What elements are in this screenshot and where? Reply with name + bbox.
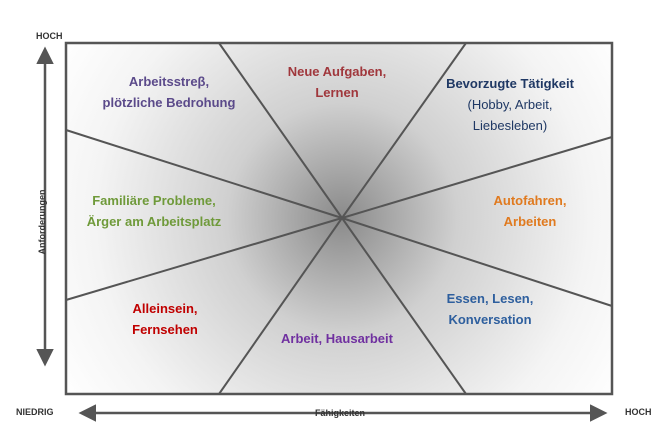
divider-upper-left: [65, 129, 343, 219]
sector-line: Ärger am Arbeitsplatz: [86, 214, 222, 229]
sector-line: plötzliche Bedrohung: [102, 95, 236, 110]
sector-line: Arbeiten: [503, 214, 557, 229]
divider-top-right: [341, 42, 467, 219]
sector-line: Bevorzugte Tätigkeit: [446, 76, 574, 91]
sector-line: Arbeitsstreβ,: [128, 74, 210, 89]
sector-line: Liebesleben): [472, 118, 548, 133]
sector-bottom: Arbeit, Hausarbeit: [257, 328, 417, 349]
divider-lower-right: [341, 217, 613, 307]
sector-right: Autofahren, Arbeiten: [460, 190, 600, 232]
x-axis-low-label: NIEDRIG: [16, 407, 54, 417]
sector-line: Arbeit, Hausarbeit: [281, 331, 393, 346]
sector-line: (Hobby, Arbeit,: [467, 97, 553, 112]
sector-line: Konversation: [448, 312, 532, 327]
sector-top-right: Bevorzugte Tätigkeit (Hobby, Arbeit, Lie…: [420, 73, 600, 136]
sector-line: Fernsehen: [132, 322, 198, 337]
y-axis-high-label: HOCH: [36, 31, 63, 41]
sector-top: Neue Aufgaben, Lernen: [257, 61, 417, 103]
sector-left: Familiäre Probleme, Ärger am Arbeitsplat…: [68, 190, 240, 232]
sector-top-left: Arbeitsstreβ, plötzliche Bedrohung: [74, 71, 264, 113]
sector-line: Essen, Lesen,: [446, 291, 534, 306]
divider-bottom-left: [218, 217, 343, 395]
sector-bottom-right: Essen, Lesen, Konversation: [420, 288, 560, 330]
sector-line: Neue Aufgaben,: [287, 64, 387, 79]
y-axis-title: Anforderungen: [37, 189, 47, 255]
divider-upper-right: [341, 136, 613, 219]
sector-dividers: [65, 42, 613, 395]
sector-line: Familiäre Probleme,: [92, 193, 216, 208]
divider-top-left: [218, 42, 343, 219]
sector-line: Alleinsein,: [132, 301, 198, 316]
sector-bottom-left: Alleinsein, Fernsehen: [95, 298, 235, 340]
divider-bottom-right: [341, 217, 467, 395]
divider-lower-left: [65, 217, 343, 301]
sector-line: Lernen: [315, 85, 359, 100]
sector-line: Autofahren,: [493, 193, 567, 208]
x-axis-high-label: HOCH: [625, 407, 652, 417]
x-axis-title: Fähigkeiten: [314, 408, 365, 418]
